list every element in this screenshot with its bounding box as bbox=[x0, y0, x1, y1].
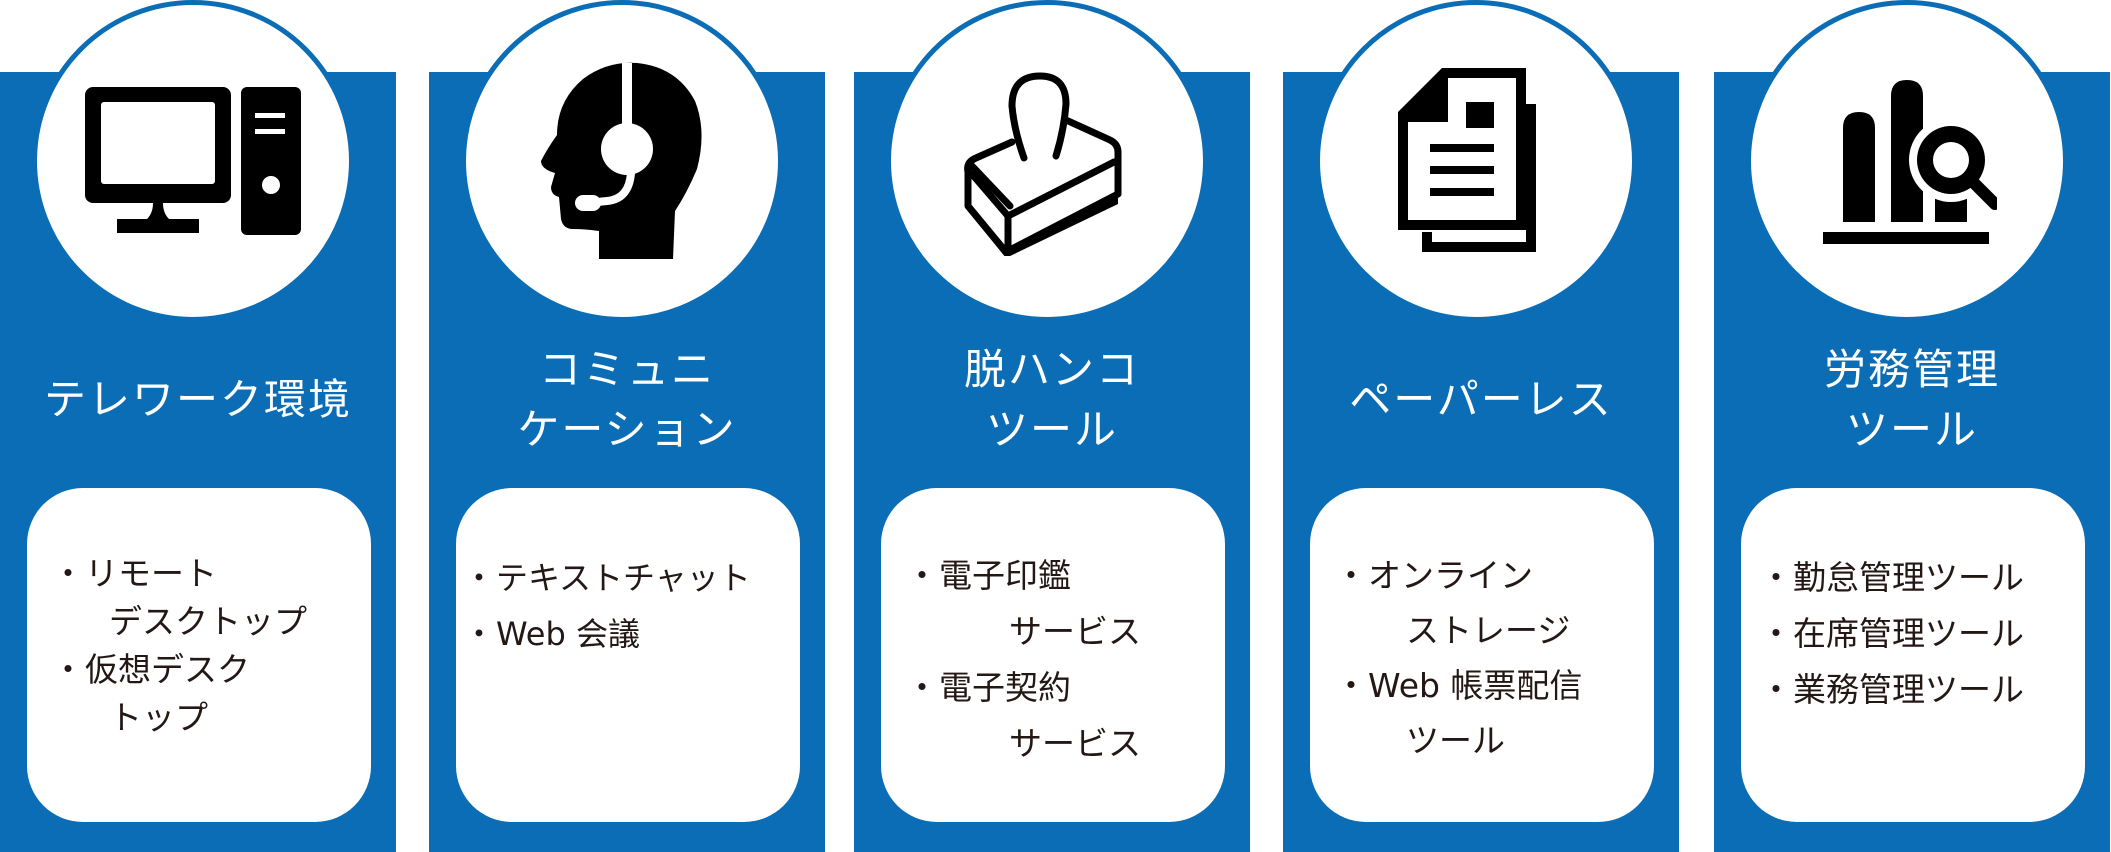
item-text: テキストチャット bbox=[496, 559, 751, 597]
item-text: 電子印鑑 bbox=[939, 556, 1071, 595]
item-text-continued: ツール bbox=[1406, 721, 1505, 760]
item-text: 勤怠管理ツール bbox=[1793, 558, 2024, 597]
icon-circle bbox=[32, 0, 354, 322]
bullet: ・ bbox=[1334, 556, 1368, 595]
title-line: ペーパーレス bbox=[1349, 375, 1613, 424]
list-item: ・電子契約 サービス bbox=[905, 660, 1225, 772]
list-item: ・在席管理ツール bbox=[1759, 606, 2085, 662]
list-item: ・仮想デスク トップ bbox=[51, 646, 371, 742]
items-box: ・リモート デスクトップ ・仮想デスク トップ bbox=[27, 488, 371, 822]
panel-title: ペーパーレス bbox=[1283, 340, 1679, 460]
panel-communication: コミュニ ケーション ・テキストチャット ・Web 会議 bbox=[429, 0, 825, 852]
hanko-stamp-icon bbox=[964, 72, 1122, 256]
panel-telework: テレワーク環境 ・リモート デスクトップ ・仮想デスク トップ bbox=[0, 0, 396, 852]
icon-circle bbox=[1315, 0, 1637, 322]
panel-title: コミュニ ケーション bbox=[429, 340, 825, 460]
list-item: ・Web 帳票配信 ツール bbox=[1334, 658, 1654, 768]
item-text: リモート bbox=[85, 554, 217, 593]
item-text: 在席管理ツール bbox=[1793, 614, 2024, 653]
item-text-continued: デスクトップ bbox=[109, 602, 307, 641]
panel-title: 労務管理 ツール bbox=[1714, 340, 2110, 460]
title-line: コミュニ bbox=[538, 345, 715, 394]
bullet: ・ bbox=[1759, 614, 1793, 653]
item-text: 仮想デスク bbox=[85, 650, 250, 689]
item-text-continued: サービス bbox=[1009, 612, 1141, 651]
bullet: ・ bbox=[462, 615, 495, 653]
items-box: ・テキストチャット ・Web 会議 bbox=[456, 488, 800, 822]
title-line: 労務管理 bbox=[1823, 345, 2000, 394]
item-text: Web 会議 bbox=[496, 615, 640, 653]
headset-operator-icon bbox=[541, 62, 702, 259]
item-text-continued: ストレージ bbox=[1406, 611, 1571, 650]
bullet: ・ bbox=[905, 668, 939, 707]
item-text: オンライン bbox=[1368, 556, 1533, 595]
panel-dehanko: 脱ハンコ ツール ・電子印鑑 サービス ・電子契約 サービス bbox=[854, 0, 1250, 852]
chart-magnifier-icon bbox=[1823, 80, 1997, 244]
item-text: 電子契約 bbox=[939, 668, 1071, 707]
bullet: ・ bbox=[1759, 670, 1793, 709]
title-line: ケーション bbox=[517, 405, 737, 454]
desktop-computer-icon bbox=[85, 87, 301, 235]
panel-labor-management: 労務管理 ツール ・勤怠管理ツール ・在席管理ツール ・業務管理ツール bbox=[1714, 0, 2110, 852]
bullet: ・ bbox=[51, 554, 85, 593]
list-item: ・電子印鑑 サービス bbox=[905, 548, 1225, 660]
panel-paperless: ペーパーレス ・オンライン ストレージ ・Web 帳票配信 ツール bbox=[1283, 0, 1679, 852]
documents-icon bbox=[1398, 68, 1536, 252]
bullet: ・ bbox=[905, 556, 939, 595]
item-text-continued: トップ bbox=[109, 698, 208, 737]
title-line: テレワーク環境 bbox=[43, 375, 352, 424]
list-item: ・勤怠管理ツール bbox=[1759, 550, 2085, 606]
items-box: ・オンライン ストレージ ・Web 帳票配信 ツール bbox=[1310, 488, 1654, 822]
panel-title: 脱ハンコ ツール bbox=[854, 340, 1250, 460]
icon-circle bbox=[886, 0, 1208, 322]
title-line: ツール bbox=[985, 405, 1118, 454]
item-text-continued: サービス bbox=[1009, 724, 1141, 763]
list-item: ・テキストチャット bbox=[462, 550, 800, 606]
bullet: ・ bbox=[1759, 558, 1793, 597]
bullet: ・ bbox=[462, 559, 495, 597]
list-item: ・リモート デスクトップ bbox=[51, 550, 371, 646]
bullet: ・ bbox=[1334, 666, 1368, 705]
items-box: ・電子印鑑 サービス ・電子契約 サービス bbox=[881, 488, 1225, 822]
panel-title: テレワーク環境 bbox=[0, 340, 396, 460]
item-text: Web 帳票配信 bbox=[1368, 666, 1583, 705]
item-text: 業務管理ツール bbox=[1793, 670, 2024, 709]
title-line: 脱ハンコ bbox=[963, 345, 1140, 394]
icon-circle bbox=[1746, 0, 2068, 322]
bullet: ・ bbox=[51, 650, 85, 689]
list-item: ・オンライン ストレージ bbox=[1334, 548, 1654, 658]
list-item: ・業務管理ツール bbox=[1759, 662, 2085, 718]
items-box: ・勤怠管理ツール ・在席管理ツール ・業務管理ツール bbox=[1741, 488, 2085, 822]
icon-circle bbox=[461, 0, 783, 322]
title-line: ツール bbox=[1845, 405, 1978, 454]
list-item: ・Web 会議 bbox=[462, 606, 800, 662]
